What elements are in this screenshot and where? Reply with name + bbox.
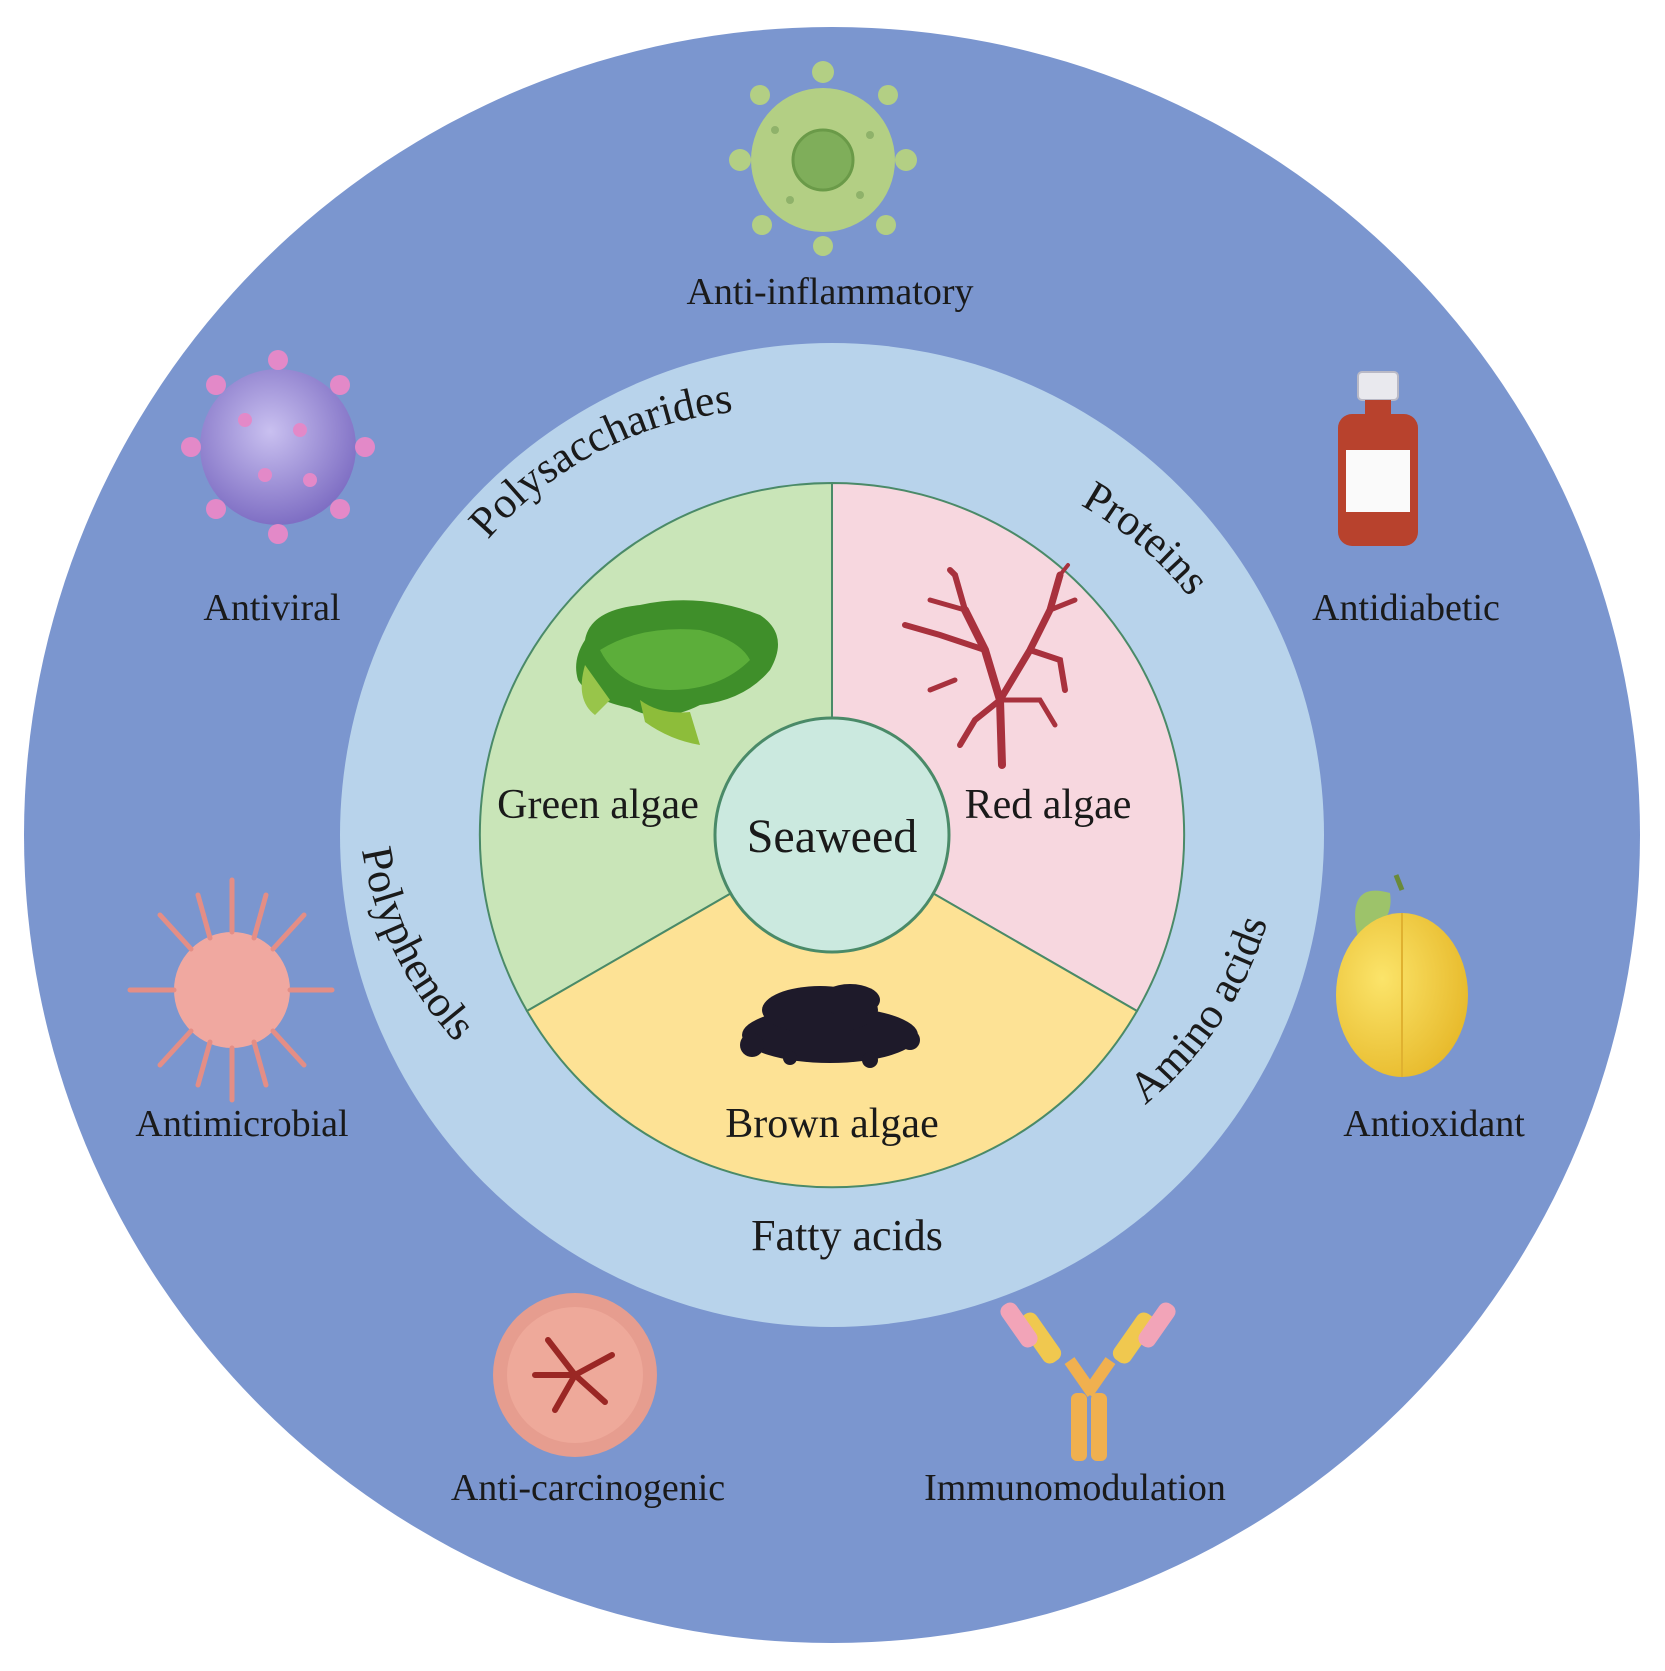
green-algae-label: Green algae [497, 782, 699, 828]
red-algae-label: Red algae [965, 782, 1132, 828]
inflamed-cell-icon [729, 61, 917, 256]
activity-label-immunomodulation: Immunomodulation [924, 1467, 1226, 1509]
center-label: Seaweed [747, 810, 918, 863]
lemon-icon [1336, 874, 1468, 1077]
activity-label-antiviral: Antiviral [203, 587, 340, 629]
activity-label-antidiabetic: Antidiabetic [1312, 587, 1500, 629]
brown-algae-label: Brown algae [725, 1101, 938, 1147]
green-seaweed-icon [576, 600, 778, 745]
center-circle [713, 716, 951, 954]
activity-label-anti-inflammatory: Anti-inflammatory [686, 271, 973, 313]
compound-label-fatty-acids: Fatty acids [751, 1211, 943, 1260]
activity-label-antioxidant: Antioxidant [1343, 1103, 1525, 1145]
activity-label-antimicrobial: Antimicrobial [135, 1103, 348, 1145]
red-seaweed-icon [902, 563, 1078, 769]
brown-seaweed-icon [740, 984, 920, 1068]
medicine-bottle-icon [1338, 371, 1418, 546]
antibody-icon [1000, 1302, 1176, 1461]
activity-label-anti-carcinogenic: Anti-carcinogenic [451, 1467, 725, 1509]
microbe-icon [127, 877, 335, 1103]
tumor-cell-icon [493, 1293, 657, 1457]
virus-icon [181, 350, 375, 544]
